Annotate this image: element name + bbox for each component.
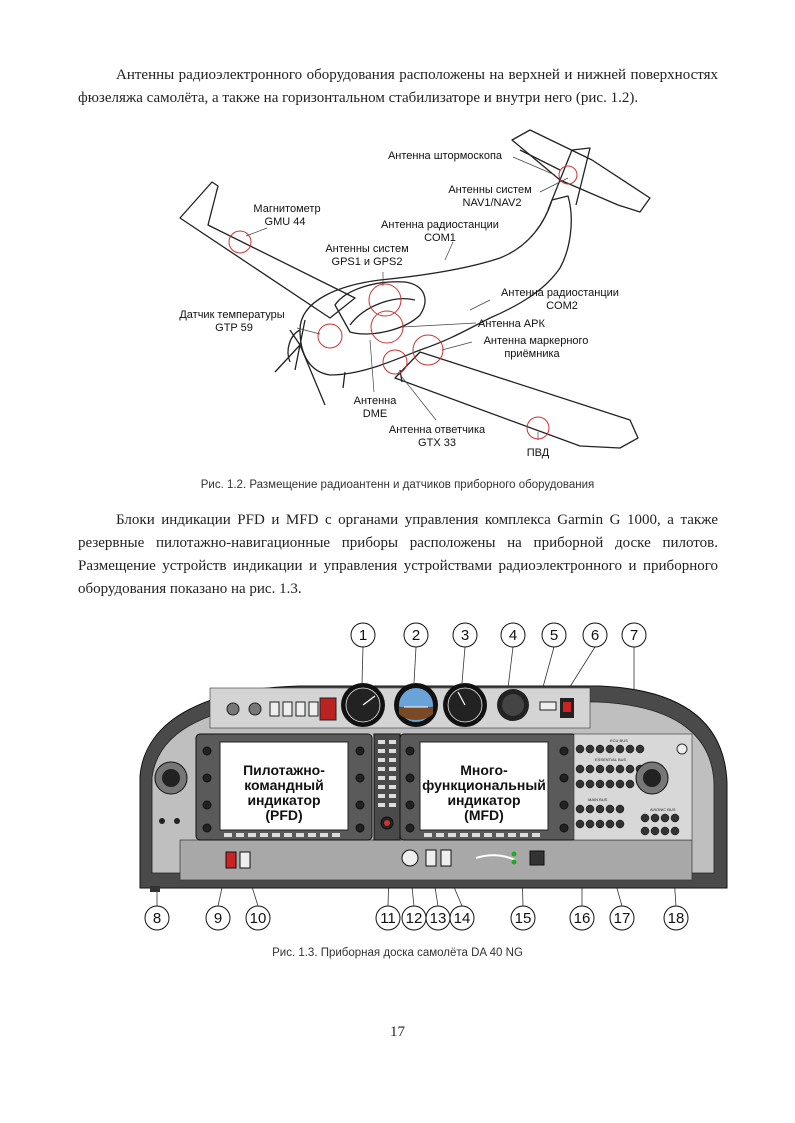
callout-10: 10 — [250, 910, 267, 927]
aircraft-antenna-diagram: Антенна штормоскопа Антенны систем NAV1/… — [179, 129, 651, 459]
label-dme-line2: DME — [363, 408, 387, 420]
mfd-line3: индикатор — [447, 792, 520, 808]
label-marker-line1: Антенна маркерного — [484, 335, 589, 347]
callout-11: 11 — [380, 910, 396, 927]
main-bus-label: MAIN BUS — [588, 797, 608, 802]
callout-3: 3 — [461, 627, 469, 644]
label-dme-line1: Антенна — [354, 395, 398, 407]
instrument-panel-diagram: Пилотажно- командный индикатор (PFD) Мно… — [139, 622, 728, 931]
callout-12: 12 — [406, 910, 423, 927]
mfd-line4: (MFD) — [464, 807, 504, 823]
figure-1-3-caption: Рис. 1.3. Приборная доска самолёта DA 40… — [272, 947, 523, 959]
label-nav-line2: NAV1/NAV2 — [463, 197, 522, 209]
callout-13: 13 — [430, 910, 447, 927]
figure-1-2-caption: Рис. 1.2. Размещение радиоантенн и датчи… — [200, 479, 595, 491]
callout-5: 5 — [550, 627, 558, 644]
avionic-bus-label: AVIONIC BUS — [650, 807, 676, 812]
label-temp-line2: GTP 59 — [215, 322, 253, 334]
panel-paragraph: Блоки индикации PFD и MFD с органами упр… — [78, 512, 718, 597]
mfd-line1: Много- — [460, 762, 508, 778]
label-pvd: ПВД — [527, 447, 550, 459]
label-gps-line1: Антенны систем — [325, 243, 408, 255]
label-ark: Антенна АРК — [478, 318, 545, 330]
callout-7: 7 — [630, 627, 638, 644]
callout-14: 14 — [454, 910, 471, 927]
pfd-line1: Пилотажно- — [243, 762, 325, 778]
page-number: 17 — [390, 1024, 405, 1040]
callout-2: 2 — [412, 627, 420, 644]
essential-bus-label: ESSENTIAL BUS — [595, 757, 627, 762]
label-com1-line2: COM1 — [424, 232, 456, 244]
label-com2-line2: COM2 — [546, 300, 578, 312]
label-temp-line1: Датчик температуры — [179, 309, 284, 321]
label-marker-line2: приёмника — [504, 348, 560, 360]
ecu-bus-label: ECU BUS — [610, 738, 628, 743]
callout-18: 18 — [668, 910, 685, 927]
pfd-line2: командный — [244, 777, 324, 793]
label-nav-line1: Антенны систем — [448, 184, 531, 196]
label-magnetometer-line1: Магнитометр — [253, 203, 320, 215]
callout-9: 9 — [214, 910, 222, 927]
label-gps-line2: GPS1 и GPS2 — [332, 256, 403, 268]
pfd-line4: (PFD) — [265, 807, 302, 823]
callout-17: 17 — [614, 910, 631, 927]
callout-6: 6 — [591, 627, 599, 644]
mfd-line2: функциональный — [422, 777, 546, 793]
intro-paragraph: Антенны радиоэлектронного оборудования р… — [78, 67, 718, 106]
label-com1-line1: Антенна радиостанции — [381, 219, 499, 231]
callout-1: 1 — [359, 627, 367, 644]
label-magnetometer-line2: GMU 44 — [265, 216, 306, 228]
callout-8: 8 — [153, 910, 161, 927]
label-gtx-line1: Антенна ответчика — [389, 424, 486, 436]
pfd-line3: индикатор — [247, 792, 320, 808]
callout-15: 15 — [515, 910, 532, 927]
label-stormscope: Антенна штормоскопа — [388, 150, 503, 162]
callout-16: 16 — [574, 910, 591, 927]
label-gtx-line2: GTX 33 — [418, 437, 456, 449]
label-com2-line1: Антенна радиостанции — [501, 287, 619, 299]
callout-4: 4 — [509, 627, 517, 644]
